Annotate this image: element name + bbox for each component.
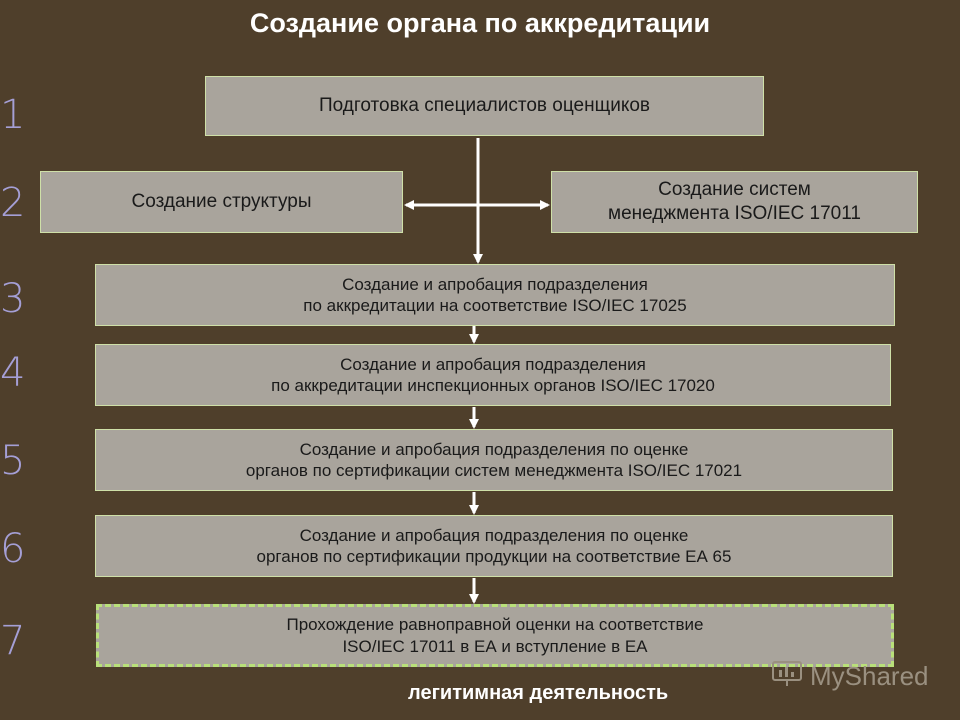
step-box-peer-evaluation: Прохождение равноправной оценки на соотв… bbox=[96, 604, 894, 667]
step-box-structure: Создание структуры bbox=[40, 171, 403, 233]
step-text: Создание систем bbox=[658, 179, 811, 201]
step-box-17021: Создание и апробация подразделения по оц… bbox=[95, 429, 893, 491]
step-text: менеджмента ISO/IEC 17011 bbox=[608, 203, 861, 224]
step-text: органов по сертификации продукции на соо… bbox=[256, 547, 732, 566]
step-text: Подготовка специалистов оценщиков bbox=[318, 95, 651, 117]
footer-caption: легитимная деятельность bbox=[408, 682, 669, 704]
step-number-3: 3 bbox=[0, 276, 26, 322]
step-box-17025: Создание и апробация подразделения по ак… bbox=[95, 264, 895, 326]
step-text: Создание и апробация подразделения по оц… bbox=[299, 439, 689, 459]
step-number-4: 4 bbox=[0, 350, 26, 396]
step-number-6: 6 bbox=[0, 526, 26, 572]
step-box-specialists: Подготовка специалистов оценщиков bbox=[205, 76, 764, 136]
step-box-17020: Создание и апробация подразделения по ак… bbox=[95, 344, 891, 406]
step-number-5: 5 bbox=[0, 438, 26, 484]
step-number-1: 1 bbox=[0, 92, 26, 138]
page-title: Создание органа по аккредитации bbox=[249, 8, 711, 38]
step-number-7: 7 bbox=[0, 618, 26, 664]
step-text: Создание структуры bbox=[131, 191, 312, 213]
step-text: Прохождение равноправной оценки на соотв… bbox=[286, 615, 704, 635]
step-text: Создание и апробация подразделения bbox=[340, 354, 646, 374]
step-number-2: 2 bbox=[0, 180, 26, 226]
step-text: по аккредитации инспекционных органов IS… bbox=[271, 376, 715, 395]
step-text: Создание и апробация подразделения bbox=[342, 274, 648, 294]
step-text: органов по сертификации систем менеджмен… bbox=[245, 461, 743, 480]
step-text: ISO/IEC 17011 в ЕА и вступление в ЕА bbox=[342, 636, 648, 656]
watermark: MyShared bbox=[770, 658, 929, 695]
step-box-management-systems: Создание систем менеджмента ISO/IEC 1701… bbox=[551, 171, 918, 233]
presentation-icon bbox=[770, 658, 804, 695]
step-text: Создание и апробация подразделения по оц… bbox=[299, 525, 689, 545]
watermark-text: MyShared bbox=[810, 661, 929, 691]
step-text: по аккредитации на соответствие ISO/IEC … bbox=[303, 296, 687, 315]
step-box-ea65: Создание и апробация подразделения по оц… bbox=[95, 515, 893, 577]
